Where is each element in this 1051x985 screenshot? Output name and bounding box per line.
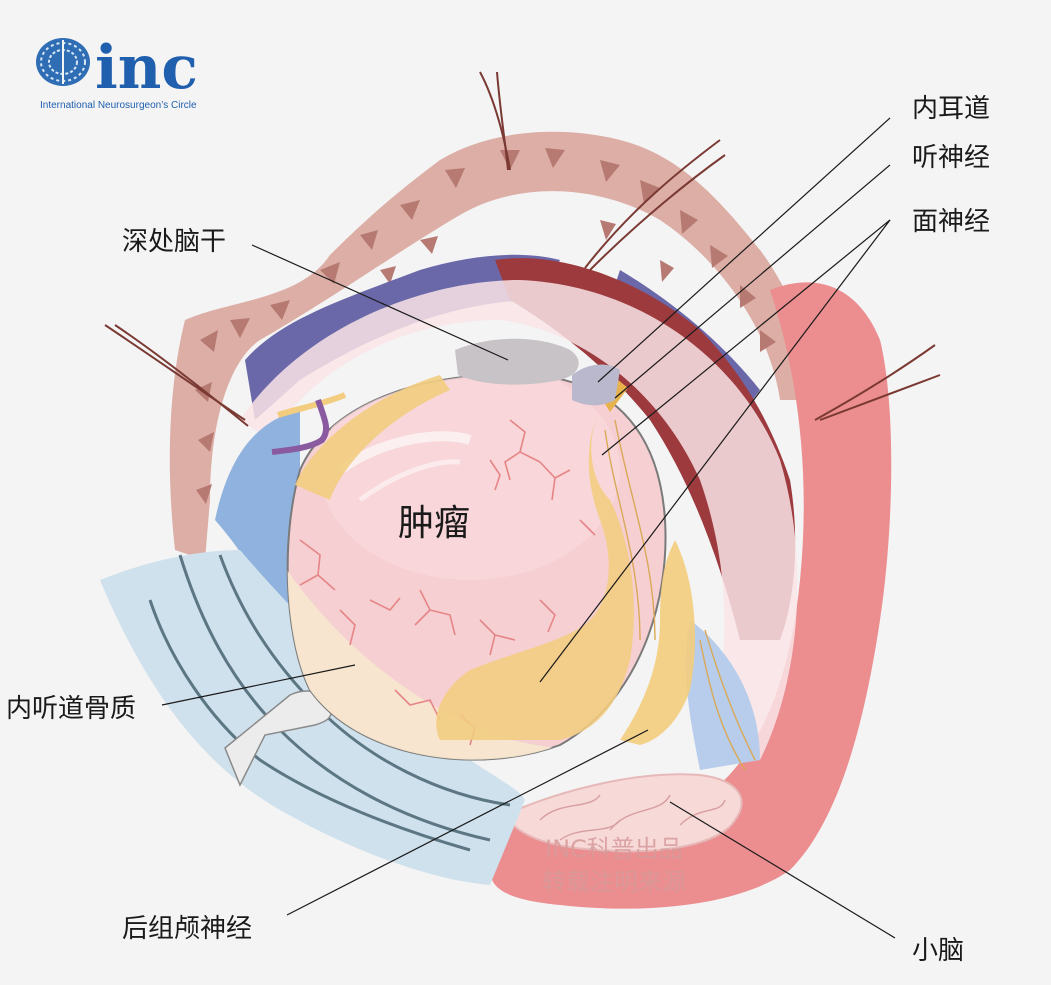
tumor-vessels bbox=[299, 419, 596, 746]
label-lower-cranial-nerves: 后组颅神经 bbox=[122, 914, 252, 944]
leader-lower-cranial bbox=[286, 729, 649, 916]
inc-logo: inc International Neurosurgeon’s Circle bbox=[36, 33, 198, 111]
iac-opening bbox=[572, 364, 620, 406]
arachnoid-layer bbox=[240, 280, 798, 760]
label-facial-nerve: 面神经 bbox=[912, 207, 990, 237]
cerebellum-band bbox=[490, 282, 892, 909]
brain-logo-icon bbox=[36, 38, 90, 86]
csf-blue-left bbox=[215, 410, 300, 650]
leader-iac-bone bbox=[161, 664, 356, 706]
label-tumor: 肿瘤 bbox=[398, 503, 470, 544]
small-vessel bbox=[271, 399, 330, 455]
sutures bbox=[104, 71, 941, 427]
leader-lines bbox=[161, 117, 896, 939]
nerves bbox=[271, 375, 756, 771]
facial-nerve-bundle bbox=[436, 410, 634, 740]
watermark-line1: INC科普出品 bbox=[545, 835, 683, 863]
brainstem bbox=[455, 338, 579, 385]
logo-text: inc bbox=[95, 33, 198, 103]
cerebellum-surface bbox=[503, 773, 743, 853]
label-deep-brainstem: 深处脑干 bbox=[122, 227, 226, 257]
leader-auditory bbox=[614, 164, 891, 399]
label-auditory-nerve: 听神经 bbox=[912, 143, 990, 173]
leader-cerebellum bbox=[669, 801, 896, 939]
upper-nerve-bundle bbox=[295, 375, 450, 500]
leader-facial-1 bbox=[601, 219, 891, 456]
watermark-line2: 转载注明来源 bbox=[542, 868, 686, 896]
leader-iac bbox=[597, 117, 891, 383]
label-cerebellum: 小脑 bbox=[912, 936, 964, 966]
leader-brainstem bbox=[251, 244, 509, 361]
cerebellum-folia bbox=[539, 794, 726, 841]
skull-bone bbox=[169, 131, 815, 560]
leader-facial-2 bbox=[539, 219, 891, 683]
logo-subtitle: International Neurosurgeon’s Circle bbox=[40, 100, 197, 111]
label-internal-auditory-canal: 内耳道 bbox=[912, 94, 990, 124]
bone-texture bbox=[195, 148, 776, 504]
lower-nerve-bundle bbox=[620, 540, 695, 745]
label-iac-bone: 内听道骨质 bbox=[6, 694, 136, 724]
